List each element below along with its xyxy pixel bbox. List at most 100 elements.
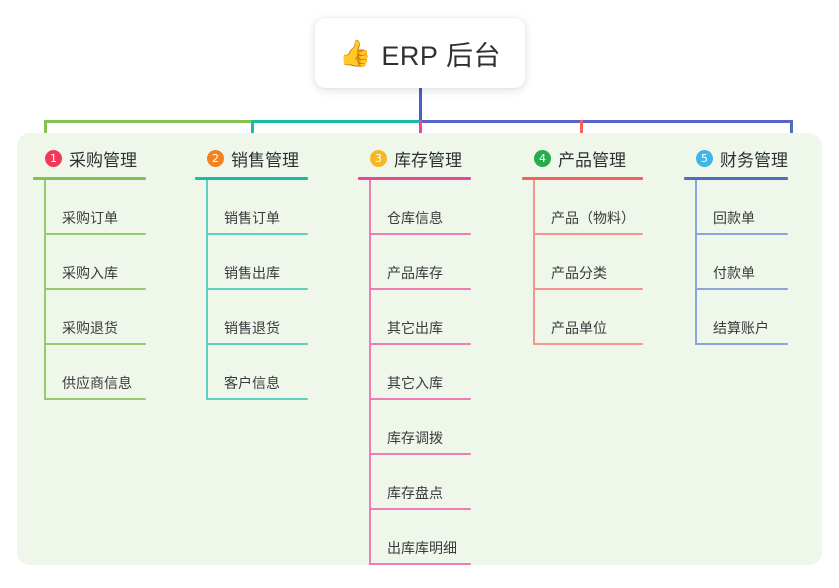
leaf-item-label: 其它入库 — [387, 375, 443, 391]
leaf-item[interactable]: 产品（物料） — [533, 180, 643, 235]
leaf-item[interactable]: 回款单 — [695, 180, 788, 235]
leaf-item-underline — [695, 288, 788, 290]
leaf-item-underline — [369, 563, 471, 565]
leaf-item-underline — [533, 288, 643, 290]
branch-header-1[interactable]: 1 采购管理 — [33, 143, 146, 173]
leaf-spine-3 — [369, 180, 371, 565]
leaf-item-label: 出库库明细 — [387, 540, 457, 556]
branch-badge-2: 2 — [207, 149, 224, 167]
leaf-item[interactable]: 产品库存 — [369, 235, 471, 290]
leaf-item-underline — [695, 233, 788, 235]
leaf-item-underline — [369, 233, 471, 235]
leaf-item-underline — [206, 398, 308, 400]
branch-column-5: 5 财务管理回款单付款单结算账户 — [684, 143, 788, 345]
branch-underline-1 — [33, 177, 146, 180]
leaf-item-underline — [533, 343, 643, 345]
diagram-panel — [17, 133, 822, 565]
leaf-item-underline — [369, 288, 471, 290]
root-node[interactable]: 👍 ERP 后台 — [315, 18, 525, 88]
branch-title-3: 库存管理 — [394, 150, 462, 170]
leaf-item-underline — [369, 343, 471, 345]
leaf-item-label: 产品单位 — [551, 320, 607, 336]
leaf-item-label: 回款单 — [713, 210, 755, 226]
leaf-item[interactable]: 付款单 — [695, 235, 788, 290]
leaf-item-label: 销售订单 — [224, 210, 280, 226]
branch-header-5[interactable]: 5 财务管理 — [684, 143, 788, 173]
thumbs-up-icon: 👍 — [339, 38, 372, 68]
leaf-item[interactable]: 销售订单 — [206, 180, 308, 235]
leaf-item[interactable]: 仓库信息 — [369, 180, 471, 235]
leaf-item-underline — [695, 343, 788, 345]
branch-header-4[interactable]: 4 产品管理 — [522, 143, 643, 173]
leaf-item[interactable]: 结算账户 — [695, 290, 788, 345]
leaf-item-underline — [44, 343, 146, 345]
leaf-list-5: 回款单付款单结算账户 — [684, 180, 788, 345]
leaf-list-1: 采购订单采购入库采购退货供应商信息 — [33, 180, 146, 400]
leaf-item-label: 销售出库 — [224, 265, 280, 281]
leaf-item[interactable]: 库存调拨 — [369, 400, 471, 455]
branch-badge-4: 4 — [534, 149, 551, 167]
branch-underline-5 — [684, 177, 788, 180]
leaf-item-underline — [44, 233, 146, 235]
root-node-title: ERP 后台 — [381, 40, 501, 71]
branch-underline-3 — [358, 177, 471, 180]
leaf-item-label: 结算账户 — [713, 320, 769, 336]
branch-title-4: 产品管理 — [558, 150, 626, 170]
leaf-item-underline — [44, 398, 146, 400]
leaf-item-label: 其它出库 — [387, 320, 443, 336]
leaf-item-label: 产品（物料） — [551, 210, 635, 226]
leaf-spine-2 — [206, 180, 208, 400]
leaf-item-underline — [369, 398, 471, 400]
branch-column-1: 1 采购管理采购订单采购入库采购退货供应商信息 — [33, 143, 146, 400]
leaf-item-underline — [369, 453, 471, 455]
leaf-item[interactable]: 采购入库 — [44, 235, 146, 290]
leaf-list-2: 销售订单销售出库销售退货客户信息 — [195, 180, 308, 400]
leaf-item-label: 付款单 — [713, 265, 755, 281]
leaf-item[interactable]: 库存盘点 — [369, 455, 471, 510]
branch-title-2: 销售管理 — [231, 150, 299, 170]
branch-underline-2 — [195, 177, 308, 180]
branch-title-5: 财务管理 — [720, 150, 788, 170]
leaf-item[interactable]: 采购退货 — [44, 290, 146, 345]
leaf-item[interactable]: 采购订单 — [44, 180, 146, 235]
leaf-item[interactable]: 供应商信息 — [44, 345, 146, 400]
branch-title-1: 采购管理 — [69, 150, 137, 170]
leaf-item-label: 客户信息 — [224, 375, 280, 391]
leaf-item[interactable]: 出库库明细 — [369, 510, 471, 565]
leaf-item[interactable]: 客户信息 — [206, 345, 308, 400]
branch-column-4: 4 产品管理产品（物料） 产品分类产品单位 — [522, 143, 643, 345]
leaf-item-label: 销售退货 — [224, 320, 280, 336]
branch-header-2[interactable]: 2 销售管理 — [195, 143, 308, 173]
leaf-item[interactable]: 销售退货 — [206, 290, 308, 345]
leaf-item-label: 库存盘点 — [387, 485, 443, 501]
leaf-item-underline — [206, 343, 308, 345]
leaf-item-label: 采购订单 — [62, 210, 118, 226]
branch-column-3: 3 库存管理仓库信息产品库存其它出库其它入库库存调拨库存盘点出库库明细 — [358, 143, 471, 565]
leaf-item-label: 供应商信息 — [62, 375, 132, 391]
leaf-spine-1 — [44, 180, 46, 400]
leaf-item[interactable]: 产品分类 — [533, 235, 643, 290]
leaf-item-underline — [369, 508, 471, 510]
leaf-item-label: 采购退货 — [62, 320, 118, 336]
leaf-item-underline — [206, 233, 308, 235]
branch-badge-5: 5 — [696, 149, 713, 167]
leaf-item-label: 库存调拨 — [387, 430, 443, 446]
leaf-spine-5 — [695, 180, 697, 345]
leaf-item-label: 采购入库 — [62, 265, 118, 281]
leaf-item-label: 仓库信息 — [387, 210, 443, 226]
branch-header-3[interactable]: 3 库存管理 — [358, 143, 471, 173]
leaf-item-underline — [206, 288, 308, 290]
leaf-list-4: 产品（物料） 产品分类产品单位 — [522, 180, 643, 345]
leaf-item-underline — [44, 288, 146, 290]
branch-underline-4 — [522, 177, 643, 180]
leaf-item-underline — [533, 233, 643, 235]
leaf-list-3: 仓库信息产品库存其它出库其它入库库存调拨库存盘点出库库明细 — [358, 180, 471, 565]
leaf-item[interactable]: 其它入库 — [369, 345, 471, 400]
leaf-item[interactable]: 其它出库 — [369, 290, 471, 345]
leaf-item[interactable]: 产品单位 — [533, 290, 643, 345]
branch-badge-1: 1 — [45, 149, 62, 167]
leaf-spine-4 — [533, 180, 535, 345]
branch-badge-3: 3 — [370, 149, 387, 167]
branch-column-2: 2 销售管理销售订单销售出库销售退货客户信息 — [195, 143, 308, 400]
leaf-item[interactable]: 销售出库 — [206, 235, 308, 290]
